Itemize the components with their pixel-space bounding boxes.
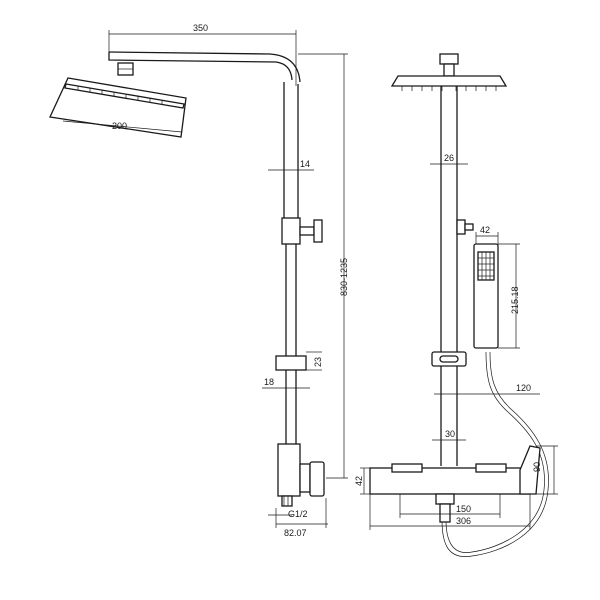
dim-handset-width: 42 (480, 225, 490, 235)
shower-arm (108, 52, 293, 81)
dim-base-depth: 82.07 (284, 528, 307, 538)
dim-hose-offset: 120 (516, 383, 531, 393)
mixer-handle-side (309, 461, 325, 497)
diverter-clamp (281, 217, 301, 245)
head-nozzles (77, 86, 163, 104)
right-handle (475, 463, 507, 473)
diverter-knob (313, 219, 323, 243)
dim-slider-height: 23 (313, 357, 323, 367)
dim-body-length: 306 (456, 516, 471, 526)
shower-hose (445, 351, 545, 553)
dim-head-width: 200 (112, 121, 127, 131)
dim-handset-length: 215.18 (510, 286, 520, 314)
front-head-nozzles (401, 86, 497, 91)
front-view: 26 42 215.18 120 3 (354, 53, 558, 557)
dim-arm-length: 350 (193, 23, 208, 33)
dim-body-height: 42 (354, 476, 364, 486)
left-handle (391, 463, 423, 473)
side-view: 350 200 14 (49, 23, 349, 538)
mixer-outlet (435, 493, 455, 505)
dim-front-pipe-width: 26 (444, 153, 454, 163)
hand-shower-slider (275, 355, 307, 371)
dim-slider-offset: 18 (264, 377, 274, 387)
dim-line-head (62, 120, 183, 133)
inlet-thread (281, 495, 293, 507)
shower-head (49, 77, 187, 138)
dim-total-height: 830-1235 (339, 258, 349, 296)
dim-pipe-diameter: 14 (300, 159, 310, 169)
front-diverter (456, 219, 466, 235)
mixer-lever (519, 445, 541, 495)
dim-thread: G1/2 (288, 509, 308, 519)
dim-riser-width: 30 (445, 429, 455, 439)
dim-center-distance: 150 (456, 504, 471, 514)
front-head-connector (439, 53, 459, 65)
mixer-body-side (277, 443, 301, 497)
front-shower-head (390, 75, 508, 87)
dim-handle-height: 90 (532, 462, 542, 472)
